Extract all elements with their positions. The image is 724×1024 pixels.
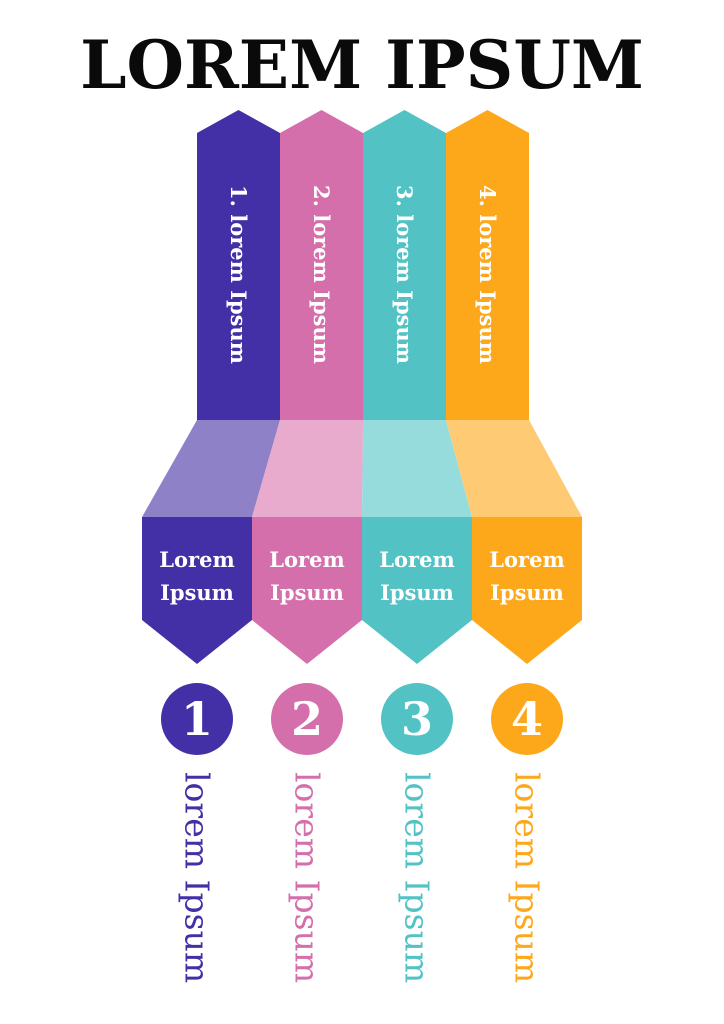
number-badge-4 [491, 683, 563, 755]
number-badge-text-4: 4 [511, 692, 543, 746]
number-badge-2 [271, 683, 343, 755]
step-column-2 [280, 110, 363, 420]
bottom-label-1: lorem Ipsum [178, 772, 217, 983]
connector-band-1 [142, 420, 280, 517]
column-label-1: 1. lorem Ipsum [226, 185, 251, 364]
panel-label-line2-4: Ipsum [490, 580, 564, 605]
connector-band-2 [252, 420, 363, 517]
bottom-label-4: lorem Ipsum [508, 772, 547, 983]
bottom-label-3: lorem Ipsum [398, 772, 437, 983]
number-badge-text-3: 3 [401, 692, 433, 746]
step-column-3 [363, 110, 446, 420]
panel-label-line1-2: Lorem [269, 547, 344, 572]
main-title: LOREM IPSUM [80, 26, 644, 104]
connector-band-4 [446, 420, 582, 517]
number-badge-text-2: 2 [291, 692, 323, 746]
number-badge-text-1: 1 [181, 692, 213, 746]
panel-label-line2-1: Ipsum [160, 580, 234, 605]
step-panel-3 [362, 517, 472, 664]
bottom-label-2: lorem Ipsum [288, 772, 327, 983]
connector-band-3 [362, 420, 472, 517]
number-badge-3 [381, 683, 453, 755]
panel-label-line1-3: Lorem [379, 547, 454, 572]
panel-label-line2-3: Ipsum [380, 580, 454, 605]
panel-label-line1-4: Lorem [489, 547, 564, 572]
number-badge-1 [161, 683, 233, 755]
step-column-1 [197, 110, 280, 420]
step-panel-4 [472, 517, 582, 664]
panel-label-line1-1: Lorem [159, 547, 234, 572]
step-column-4 [446, 110, 529, 420]
column-label-2: 2. lorem Ipsum [309, 185, 334, 364]
panel-label-line2-2: Ipsum [270, 580, 344, 605]
step-panel-1 [142, 517, 252, 664]
step-panel-2 [252, 517, 362, 664]
column-label-4: 4. lorem Ipsum [475, 185, 500, 364]
column-label-3: 3. lorem Ipsum [392, 185, 417, 364]
